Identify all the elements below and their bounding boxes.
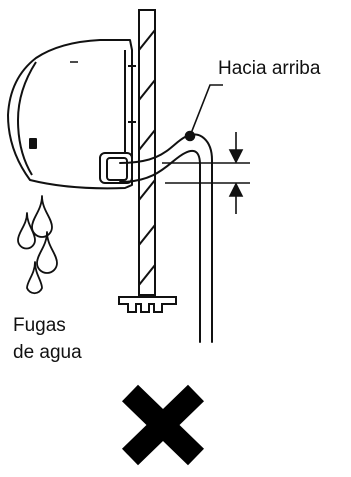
label-water-leak-line1: Fugas: [13, 315, 66, 336]
drain-hose-icon: [119, 133, 213, 343]
cross-mark-icon: [121, 384, 205, 466]
label-water-leak-line2: de agua: [13, 342, 82, 363]
label-upward: Hacia arriba: [218, 58, 321, 79]
drain-fitting-icon: [118, 296, 177, 313]
wall-icon: [138, 9, 156, 296]
indoor-unit-icon: [7, 39, 136, 190]
label-water-leak: Fugas de agua: [13, 312, 82, 366]
water-drop-icon: [17, 195, 58, 295]
up-arrow-icon: [162, 132, 250, 214]
label-leader: [184, 84, 223, 142]
